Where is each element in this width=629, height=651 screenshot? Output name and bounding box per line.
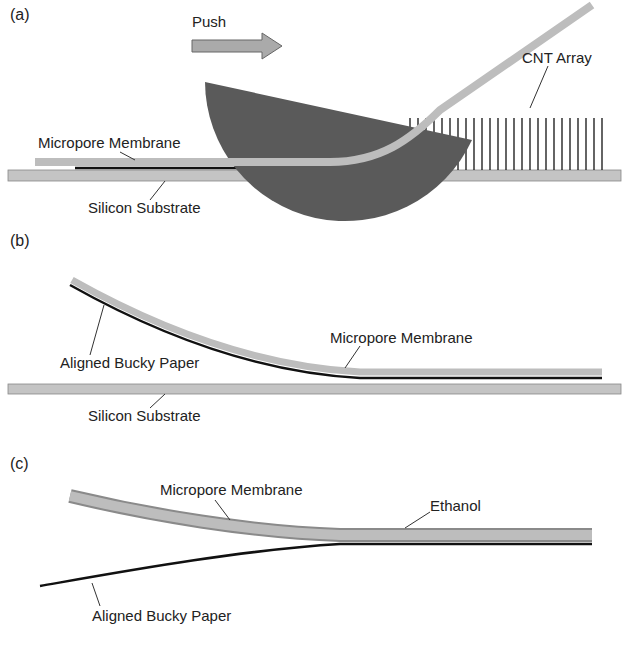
panel-label: (a) <box>10 6 30 24</box>
part-label: Aligned Bucky Paper <box>92 608 231 625</box>
panel-label: (c) <box>10 455 29 473</box>
part-label: Micropore Membrane <box>38 135 181 152</box>
panel-label: (b) <box>10 232 30 250</box>
micropore-membrane <box>35 5 592 162</box>
micropore-membrane <box>70 496 592 535</box>
part-label: Silicon Substrate <box>88 200 201 217</box>
part-label: Aligned Bucky Paper <box>60 355 199 372</box>
bucky-paper <box>40 544 592 586</box>
part-label: Micropore Membrane <box>160 482 303 499</box>
ethanol <box>70 496 592 535</box>
leader-lines <box>120 66 548 200</box>
part-label: Micropore Membrane <box>330 330 473 347</box>
leader-lines <box>92 500 430 606</box>
roller <box>205 82 472 221</box>
push-arrow <box>192 33 282 59</box>
push-label: Push <box>192 14 226 31</box>
part-label: Ethanol <box>430 498 481 515</box>
silicon-substrate <box>8 384 621 394</box>
part-label: Silicon Substrate <box>88 408 201 425</box>
part-label: CNT Array <box>522 50 592 67</box>
